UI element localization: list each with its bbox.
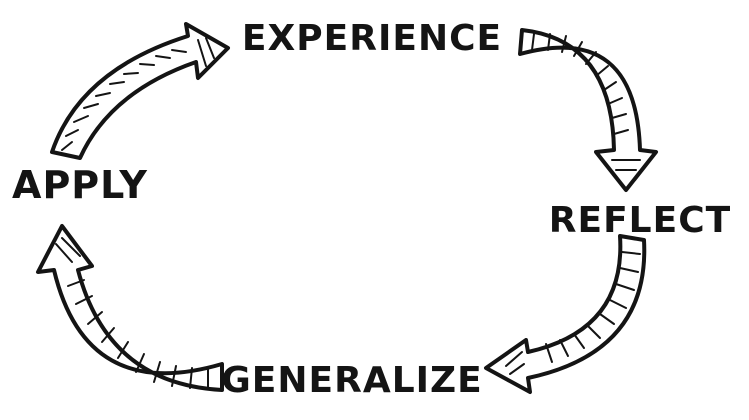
stage-label-apply: APPLY: [12, 163, 148, 207]
stage-label-generalize: GENERALIZE: [221, 360, 482, 401]
stage-label-reflect: REFLECT: [549, 200, 731, 241]
arrow-apply-to-experience: [50, 22, 230, 160]
arrow-generalize-to-apply: [36, 224, 224, 392]
arrow-experience-to-reflect: [518, 28, 658, 192]
arrow-reflect-to-generalize: [484, 234, 647, 394]
stage-label-experience: EXPERIENCE: [242, 18, 502, 59]
